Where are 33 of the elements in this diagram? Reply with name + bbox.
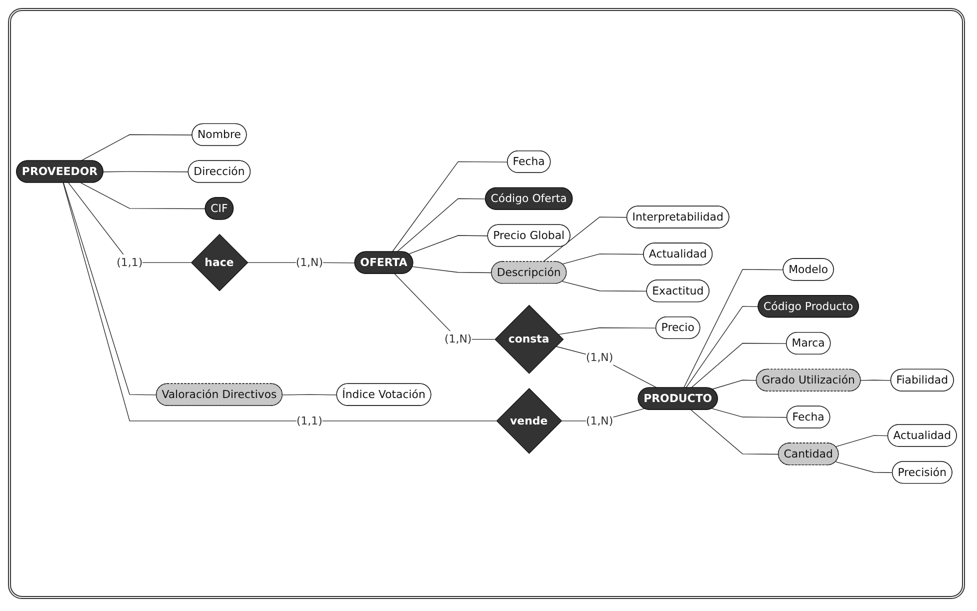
node-diamond: [190, 234, 248, 292]
node-diamond: [494, 304, 564, 374]
node-diamond: [496, 388, 562, 454]
connector: [63, 182, 157, 396]
connector: [712, 380, 757, 390]
connector: [562, 254, 644, 264]
connector: [556, 346, 658, 388]
edge-label: (1,N): [586, 414, 614, 428]
connector: [80, 134, 193, 162]
connector: [103, 171, 189, 172]
edge-label: (1,1): [296, 414, 322, 428]
connector: [690, 410, 779, 455]
connector: [558, 327, 657, 335]
connector: [412, 266, 492, 274]
connector: [408, 235, 488, 254]
connector: [396, 198, 486, 252]
connector: [686, 306, 759, 388]
edge-label: (1,N): [296, 256, 323, 269]
connector: [835, 435, 888, 448]
edge-label: (1,N): [444, 332, 472, 346]
connector: [835, 461, 893, 474]
connector: [683, 269, 784, 388]
connector: [542, 216, 628, 262]
connector: [562, 281, 648, 292]
connector: [282, 394, 338, 396]
connector: [712, 408, 788, 418]
connector: [690, 342, 787, 388]
edge-label: (1,N): [586, 350, 614, 364]
connector: [392, 161, 508, 252]
edge-label: (1,1): [116, 256, 143, 269]
connector: [80, 182, 206, 210]
er-diagram: (1,1) (1,N) (1,N) (1,N) (1,1) (1,N) PROVEEDOR Nombre Dirección CIF hace OFERTA Fecha Código Oferta Precio Global Descripción Interpretabilidad Actualidad Exactitud consta Precio vende PRODUCTO Modelo Código Producto Marca Grado Utilización Fiabilidad Fecha Cantidad Actualidad Precisión Valoración Directivos Índice Votación: [11, 11, 962, 596]
connector: [860, 380, 892, 381]
